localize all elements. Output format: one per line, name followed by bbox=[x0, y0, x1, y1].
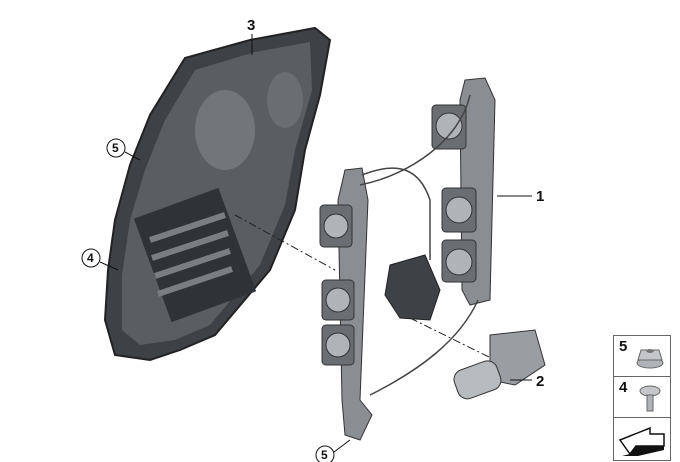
callout-4: 4 bbox=[81, 248, 119, 271]
regulator-cables bbox=[359, 94, 479, 396]
window-regulator-rear-rail bbox=[431, 77, 496, 306]
svg-text:5: 5 bbox=[112, 141, 119, 155]
alignment-line bbox=[234, 214, 336, 271]
svg-text:1: 1 bbox=[536, 188, 544, 205]
screw-icon bbox=[639, 385, 661, 412]
parts-legend: 5 4 bbox=[613, 335, 671, 461]
legend-item-screw: 4 bbox=[614, 377, 670, 418]
svg-text:5: 5 bbox=[321, 448, 328, 462]
callout-3: 3 bbox=[247, 17, 255, 55]
nut-icon bbox=[636, 349, 664, 369]
callout-5-upper: 5 bbox=[106, 138, 141, 161]
direction-arrow-icon bbox=[618, 426, 665, 456]
callout-5-lower: 5 bbox=[315, 439, 351, 462]
callout-2: 2 bbox=[510, 373, 544, 390]
alignment-line bbox=[409, 317, 496, 361]
legend-item-nut: 5 bbox=[614, 336, 670, 377]
svg-text:4: 4 bbox=[87, 251, 94, 265]
legend-item-direction bbox=[614, 418, 670, 459]
svg-text:2: 2 bbox=[536, 373, 544, 390]
svg-text:3: 3 bbox=[247, 17, 255, 34]
glass-carrier bbox=[384, 254, 441, 321]
door-carrier-panel bbox=[103, 26, 332, 362]
window-regulator-front-rail bbox=[319, 167, 373, 441]
callout-1: 1 bbox=[497, 188, 544, 205]
window-motor bbox=[453, 329, 546, 400]
